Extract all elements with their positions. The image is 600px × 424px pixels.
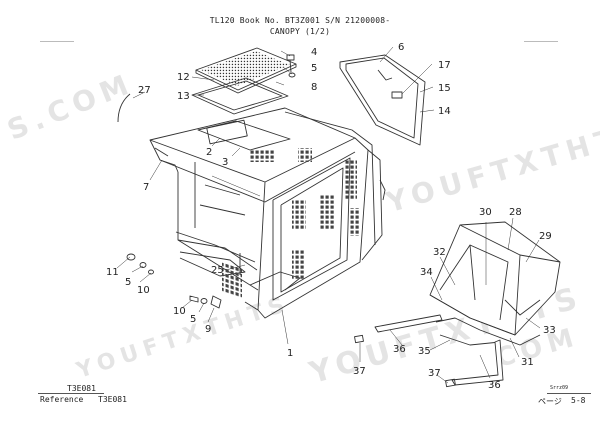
callout-8: 8 bbox=[311, 82, 317, 93]
footer-rule-right bbox=[547, 393, 591, 394]
canopy-frame bbox=[149, 107, 386, 319]
callout-27: 27 bbox=[138, 85, 151, 96]
header-section-title: CANOPY (1/2) bbox=[269, 27, 331, 36]
callout-12: 12 bbox=[177, 72, 190, 83]
callout-14: 14 bbox=[438, 106, 451, 117]
callout-11: 11 bbox=[106, 267, 119, 278]
callout-4: 4 bbox=[311, 47, 317, 58]
leader-lines bbox=[116, 46, 541, 384]
callout-31: 31 bbox=[521, 357, 534, 368]
reference-code: T3E081 bbox=[98, 395, 127, 404]
hardware-bolts bbox=[126, 54, 296, 309]
callout-35: 35 bbox=[418, 346, 431, 357]
callout-30: 30 bbox=[479, 207, 492, 218]
rear-panel-assembly bbox=[354, 221, 561, 388]
callout-15: 15 bbox=[438, 83, 451, 94]
callout-34: 34 bbox=[420, 267, 433, 278]
corner-mark-left bbox=[40, 41, 74, 42]
callout-5-top: 5 bbox=[311, 63, 317, 74]
callout-numbers: 1 2 3 4 5 5 5 6 7 8 9 10 10 11 12 13 14 … bbox=[106, 42, 556, 391]
callout-5-left: 5 bbox=[125, 277, 131, 288]
reference-code-top: T3E081 bbox=[67, 384, 96, 393]
reference-label: Reference bbox=[40, 395, 84, 404]
callout-6: 6 bbox=[398, 42, 404, 53]
pin-7 bbox=[154, 147, 169, 157]
print-code: Srrz09 bbox=[550, 385, 569, 391]
callout-10-bottom: 10 bbox=[173, 306, 186, 317]
grab-handle bbox=[117, 93, 131, 123]
callout-29: 29 bbox=[539, 231, 552, 242]
corner-mark-right bbox=[524, 41, 558, 42]
callout-5-bottom: 5 bbox=[190, 314, 196, 325]
header-model-book: TL120 Book No. BT3Z001 S/N 21200008- bbox=[209, 16, 391, 25]
callout-37-right: 37 bbox=[428, 368, 441, 379]
callout-10-left: 10 bbox=[137, 285, 150, 296]
roof-vent-panel bbox=[195, 47, 297, 94]
callout-9: 9 bbox=[205, 324, 211, 335]
callout-1: 1 bbox=[287, 348, 293, 359]
callout-36-right: 36 bbox=[488, 380, 501, 391]
side-window-panel bbox=[339, 54, 426, 146]
footer-rule-left bbox=[38, 393, 104, 394]
callout-25: 25 bbox=[211, 265, 224, 276]
callout-37-left: 37 bbox=[353, 366, 366, 377]
callout-13: 13 bbox=[177, 91, 190, 102]
callout-7: 7 bbox=[143, 182, 149, 193]
vent-gasket bbox=[191, 77, 289, 115]
callout-32: 32 bbox=[433, 247, 446, 258]
callout-2: 2 bbox=[206, 147, 212, 158]
page-label: ページ bbox=[538, 397, 562, 406]
page-number: 5-8 bbox=[571, 396, 586, 405]
callout-36-left: 36 bbox=[393, 344, 406, 355]
callout-17: 17 bbox=[438, 60, 451, 71]
callout-28: 28 bbox=[509, 207, 522, 218]
callout-3: 3 bbox=[222, 157, 228, 168]
callout-33: 33 bbox=[543, 325, 556, 336]
cab-mesh-grids bbox=[222, 148, 360, 299]
